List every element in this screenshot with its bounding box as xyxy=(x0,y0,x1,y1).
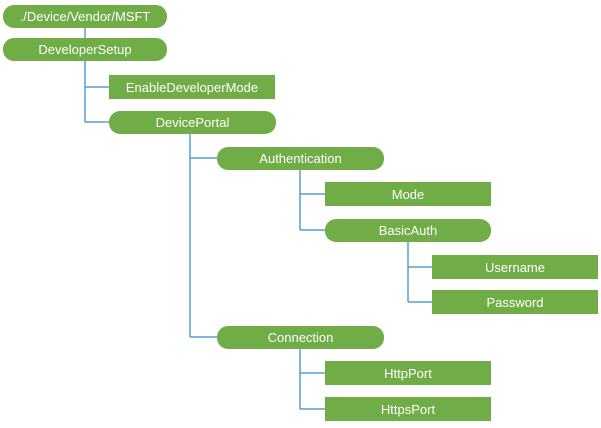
connector-authentication-children xyxy=(299,170,325,231)
node-username: Username xyxy=(432,255,598,279)
connector-basicauth-children xyxy=(407,242,432,303)
node-connection: Connection xyxy=(217,326,384,349)
node-basicauth: BasicAuth xyxy=(325,219,491,242)
node-mode: Mode xyxy=(325,182,491,206)
node-deviceportal: DevicePortal xyxy=(109,111,276,134)
node-root: ./Device/Vendor/MSFT xyxy=(3,5,167,28)
node-password: Password xyxy=(432,290,598,314)
connector-deviceportal-children xyxy=(189,134,217,338)
connector-developersetup-children xyxy=(84,61,109,123)
connector-connection-children xyxy=(299,349,325,410)
node-developersetup: DeveloperSetup xyxy=(3,38,167,61)
node-httpport: HttpPort xyxy=(325,361,491,385)
node-httpsport: HttpsPort xyxy=(325,397,491,421)
node-enabledevelopermode: EnableDeveloperMode xyxy=(109,75,275,99)
node-authentication: Authentication xyxy=(217,147,384,170)
